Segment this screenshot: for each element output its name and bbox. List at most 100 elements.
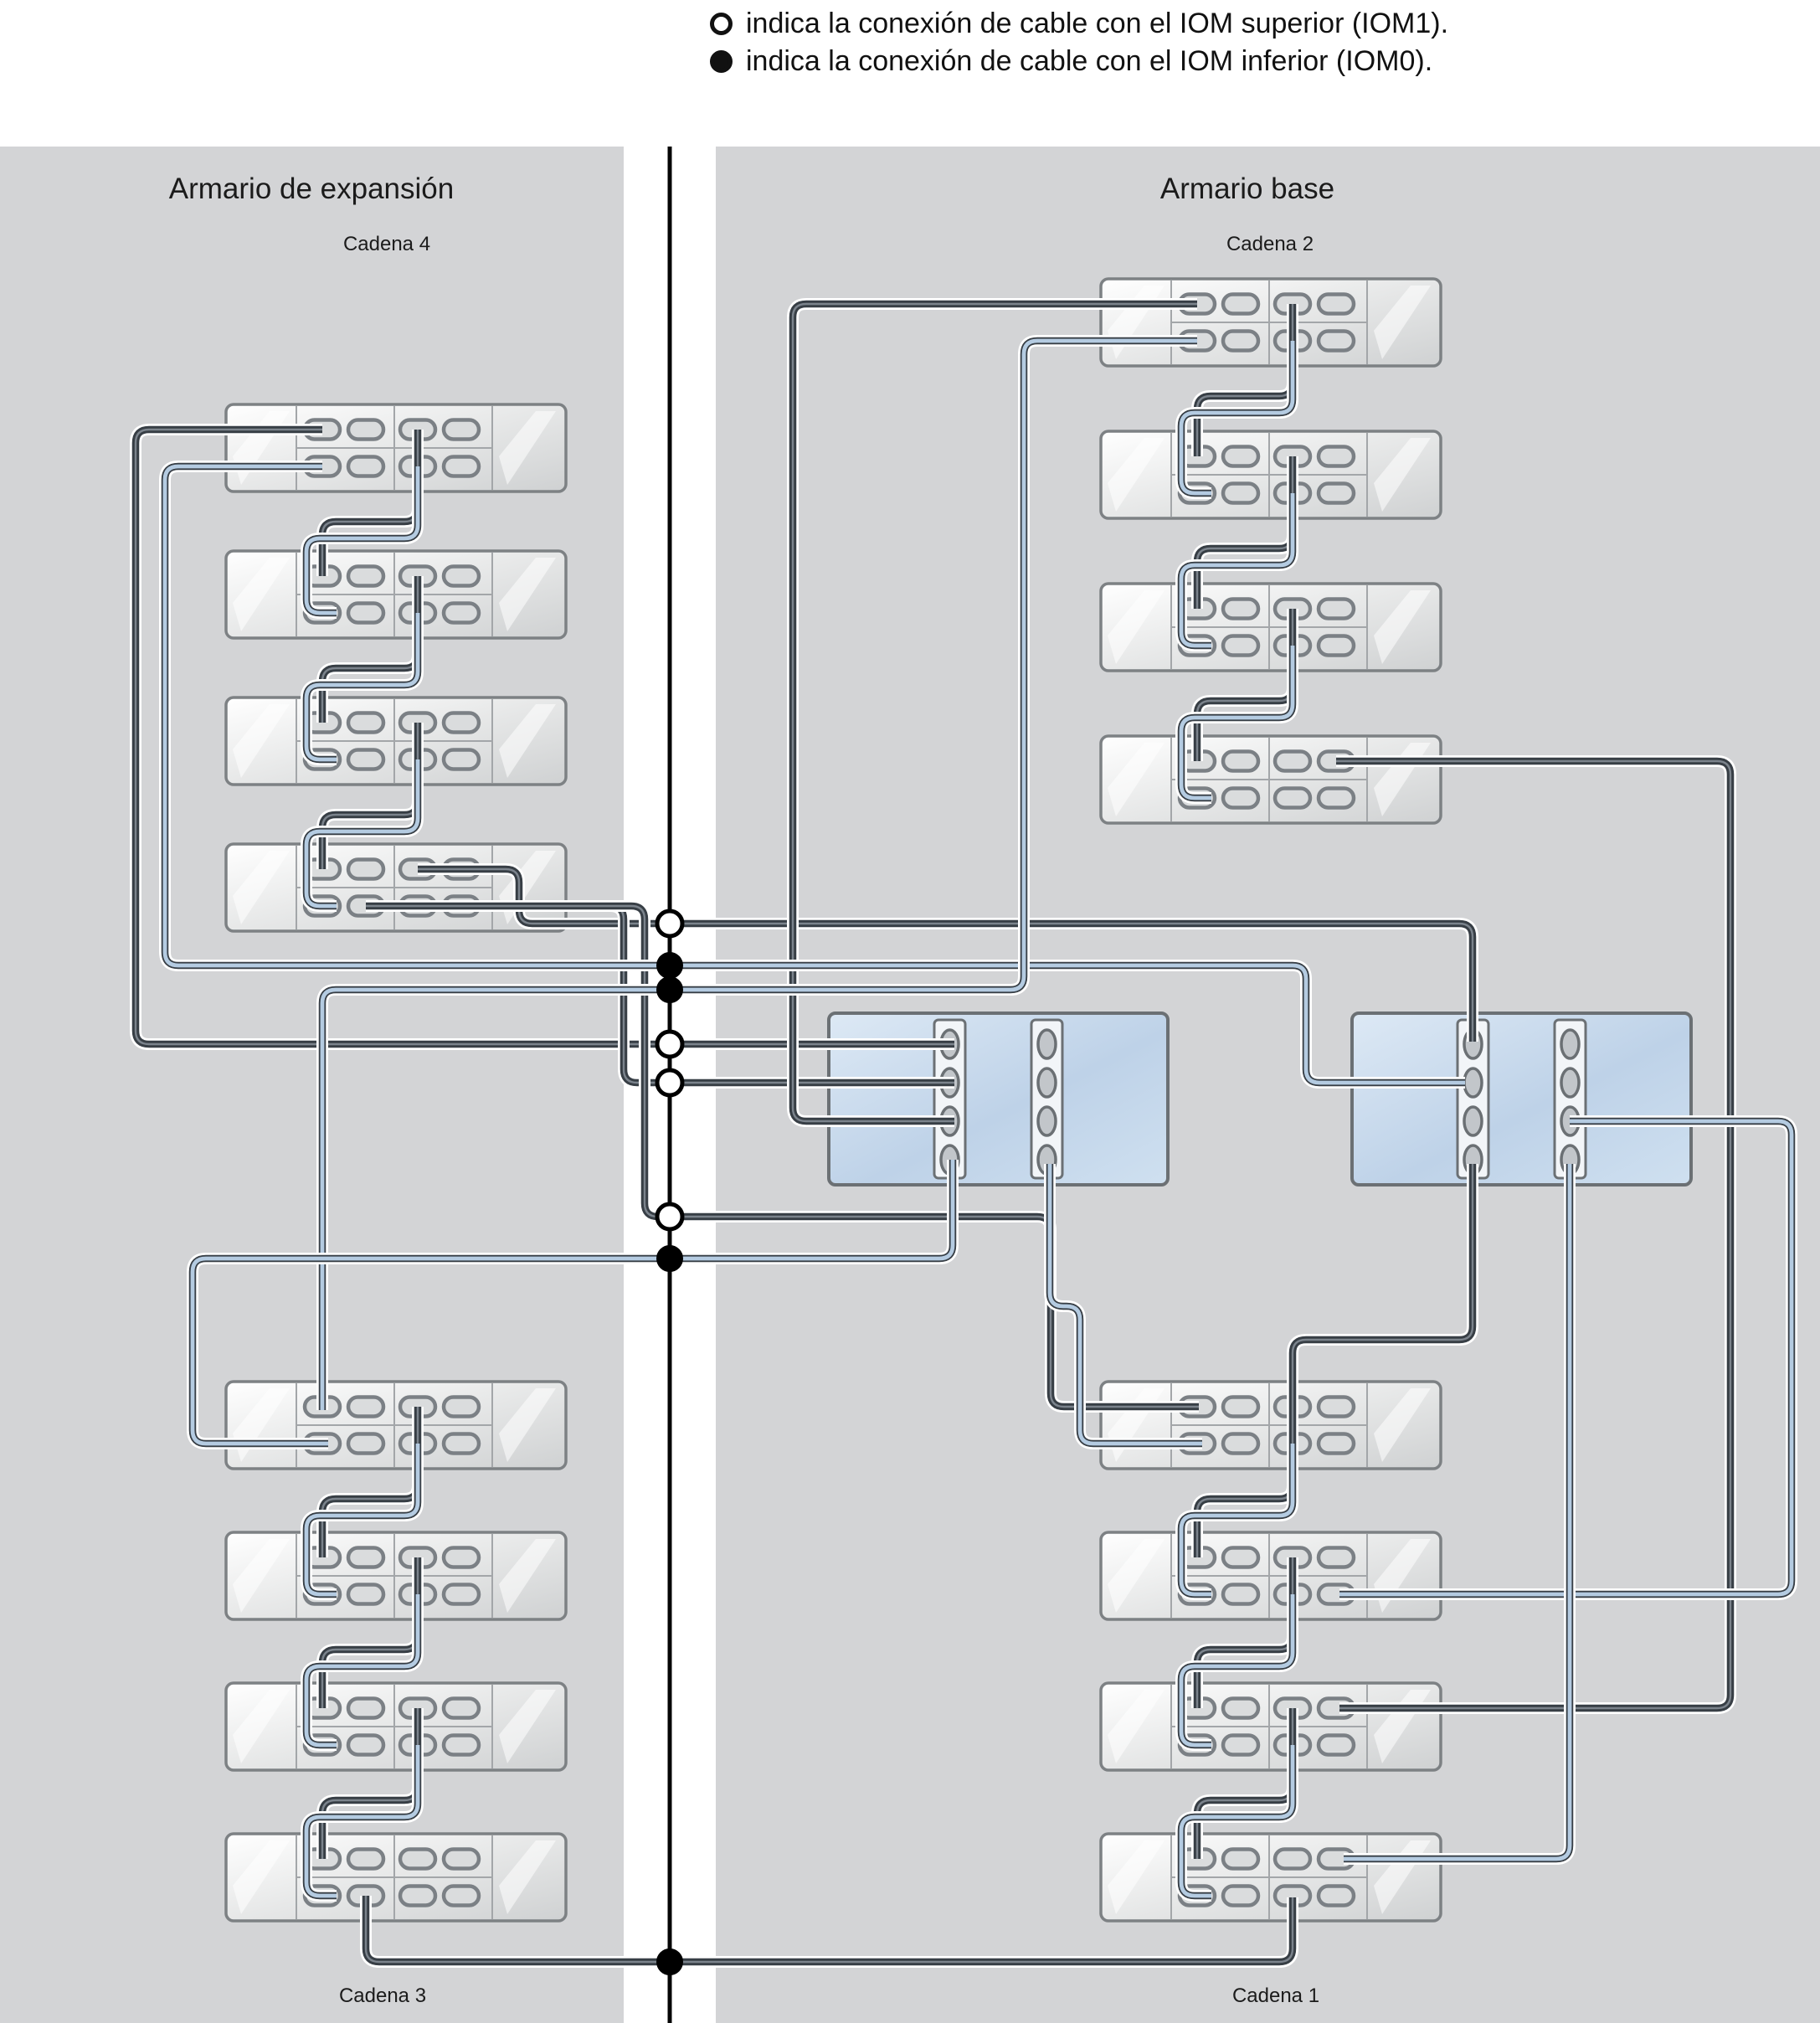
shelf-port bbox=[1316, 1432, 1356, 1455]
cable-blue bbox=[301, 1745, 424, 1902]
shelf-port bbox=[1316, 292, 1356, 316]
cable-dark bbox=[1287, 1164, 1478, 1410]
shelf-port bbox=[441, 564, 481, 588]
cable-dark bbox=[418, 863, 1478, 1042]
legend-iom1-text: indica la conexión de cable con el IOM s… bbox=[746, 8, 1449, 39]
shelf-port bbox=[346, 711, 386, 734]
disk-shelf bbox=[1099, 1681, 1442, 1772]
shelf-port bbox=[1221, 1583, 1261, 1606]
iom1-open-dot bbox=[655, 1068, 685, 1098]
disk-shelf bbox=[224, 403, 568, 493]
controller-port bbox=[1463, 1105, 1483, 1137]
controller-port bbox=[1560, 1067, 1581, 1099]
disk-shelf bbox=[1099, 582, 1442, 672]
iom0-filled-dot bbox=[656, 952, 683, 979]
disk-shelf bbox=[224, 1832, 568, 1923]
shelf-port bbox=[346, 418, 386, 441]
disk-shelf bbox=[224, 696, 568, 786]
shelf-port bbox=[1221, 634, 1261, 657]
shelf-port bbox=[441, 1884, 481, 1907]
shelf-port bbox=[1316, 597, 1356, 620]
cable-blue bbox=[316, 335, 1197, 1410]
shelf-port bbox=[1221, 749, 1261, 773]
shelf-port bbox=[1221, 1847, 1261, 1871]
open-circle-icon bbox=[710, 13, 733, 35]
shelf-port bbox=[346, 564, 386, 588]
controller-port bbox=[1560, 1028, 1581, 1060]
shelf-port bbox=[441, 601, 481, 625]
shelf-port bbox=[1221, 786, 1261, 810]
disk-shelf bbox=[1099, 1380, 1442, 1470]
shelf-port bbox=[441, 1583, 481, 1606]
base-cabinet-title: Armario base bbox=[1160, 172, 1334, 205]
disk-shelf bbox=[1099, 1531, 1442, 1621]
cable-blue bbox=[301, 613, 424, 765]
controller-port bbox=[1036, 1105, 1057, 1137]
shelf-port bbox=[1316, 329, 1356, 353]
chain-label-cadena1: Cadena 1 bbox=[1232, 1984, 1319, 2007]
cables bbox=[130, 298, 1797, 1968]
iom1-open-dot bbox=[655, 1029, 685, 1059]
cable-dark bbox=[1336, 755, 1736, 1714]
shelf-port bbox=[1272, 1847, 1313, 1871]
iom0-filled-dot bbox=[656, 1948, 683, 1975]
shelf-port bbox=[346, 601, 386, 625]
iom-connection-dots bbox=[655, 909, 685, 1975]
shelf-port bbox=[1221, 481, 1261, 505]
cable-blue bbox=[301, 1444, 424, 1600]
shelf-port bbox=[346, 1395, 386, 1418]
shelf-port bbox=[1221, 597, 1261, 620]
cable-blue bbox=[187, 1160, 959, 1449]
shelf-port bbox=[1221, 1696, 1261, 1720]
disk-shelf bbox=[224, 1380, 568, 1470]
cable-dark bbox=[787, 298, 1197, 1127]
cable-blue bbox=[301, 466, 424, 619]
iom0-filled-dot bbox=[656, 1245, 683, 1272]
shelf-port bbox=[441, 1432, 481, 1455]
cable-blue bbox=[1175, 1444, 1298, 1600]
shelf-port bbox=[1272, 749, 1313, 773]
shelf-port bbox=[1272, 786, 1313, 810]
shelf-port bbox=[1221, 1884, 1261, 1907]
shelf-port bbox=[346, 1696, 386, 1720]
labels: Armario de expansión Armario base Cadena… bbox=[169, 172, 1334, 2007]
iom1-open-dot bbox=[655, 909, 685, 939]
shelf-port bbox=[1221, 329, 1261, 353]
cable-blue bbox=[1344, 1164, 1576, 1865]
shelf-port bbox=[1221, 1546, 1261, 1569]
shelf-port bbox=[1316, 445, 1356, 468]
controller-port bbox=[1036, 1067, 1057, 1099]
controller-right bbox=[1350, 1012, 1693, 1187]
shelf-port bbox=[441, 1395, 481, 1418]
cable-dark bbox=[360, 1896, 1298, 1968]
cable-blue bbox=[1175, 646, 1298, 804]
cable-dark bbox=[130, 424, 954, 1050]
cable-blue bbox=[301, 1594, 424, 1751]
shelf-port bbox=[346, 857, 386, 881]
controller-port bbox=[1463, 1067, 1483, 1099]
shelf-port bbox=[441, 711, 481, 734]
shelf-port bbox=[441, 1847, 481, 1871]
disk-shelf bbox=[1099, 1832, 1442, 1923]
shelf-port bbox=[1316, 1733, 1356, 1757]
cable-blue bbox=[1175, 341, 1298, 499]
iom0-filled-dot bbox=[656, 976, 683, 1003]
shelf-port bbox=[346, 1432, 386, 1455]
shelf-port bbox=[1221, 1432, 1261, 1455]
cable-blue bbox=[1175, 1594, 1298, 1751]
legend-item-iom1: indica la conexión de cable con el IOM s… bbox=[710, 5, 1448, 43]
disk-shelf bbox=[1099, 734, 1442, 825]
cable-blue bbox=[301, 759, 424, 912]
shelf-port bbox=[441, 1733, 481, 1757]
shelf-port bbox=[441, 1546, 481, 1569]
shelf-port bbox=[346, 1546, 386, 1569]
shelf-port bbox=[346, 1733, 386, 1757]
shelf-port bbox=[441, 455, 481, 478]
controller-left bbox=[827, 1012, 1170, 1187]
legend-iom0-text: indica la conexión de cable con el IOM i… bbox=[746, 45, 1433, 77]
shelf-port bbox=[346, 1847, 386, 1871]
shelf-port bbox=[398, 1847, 438, 1871]
disk-shelf bbox=[224, 549, 568, 640]
